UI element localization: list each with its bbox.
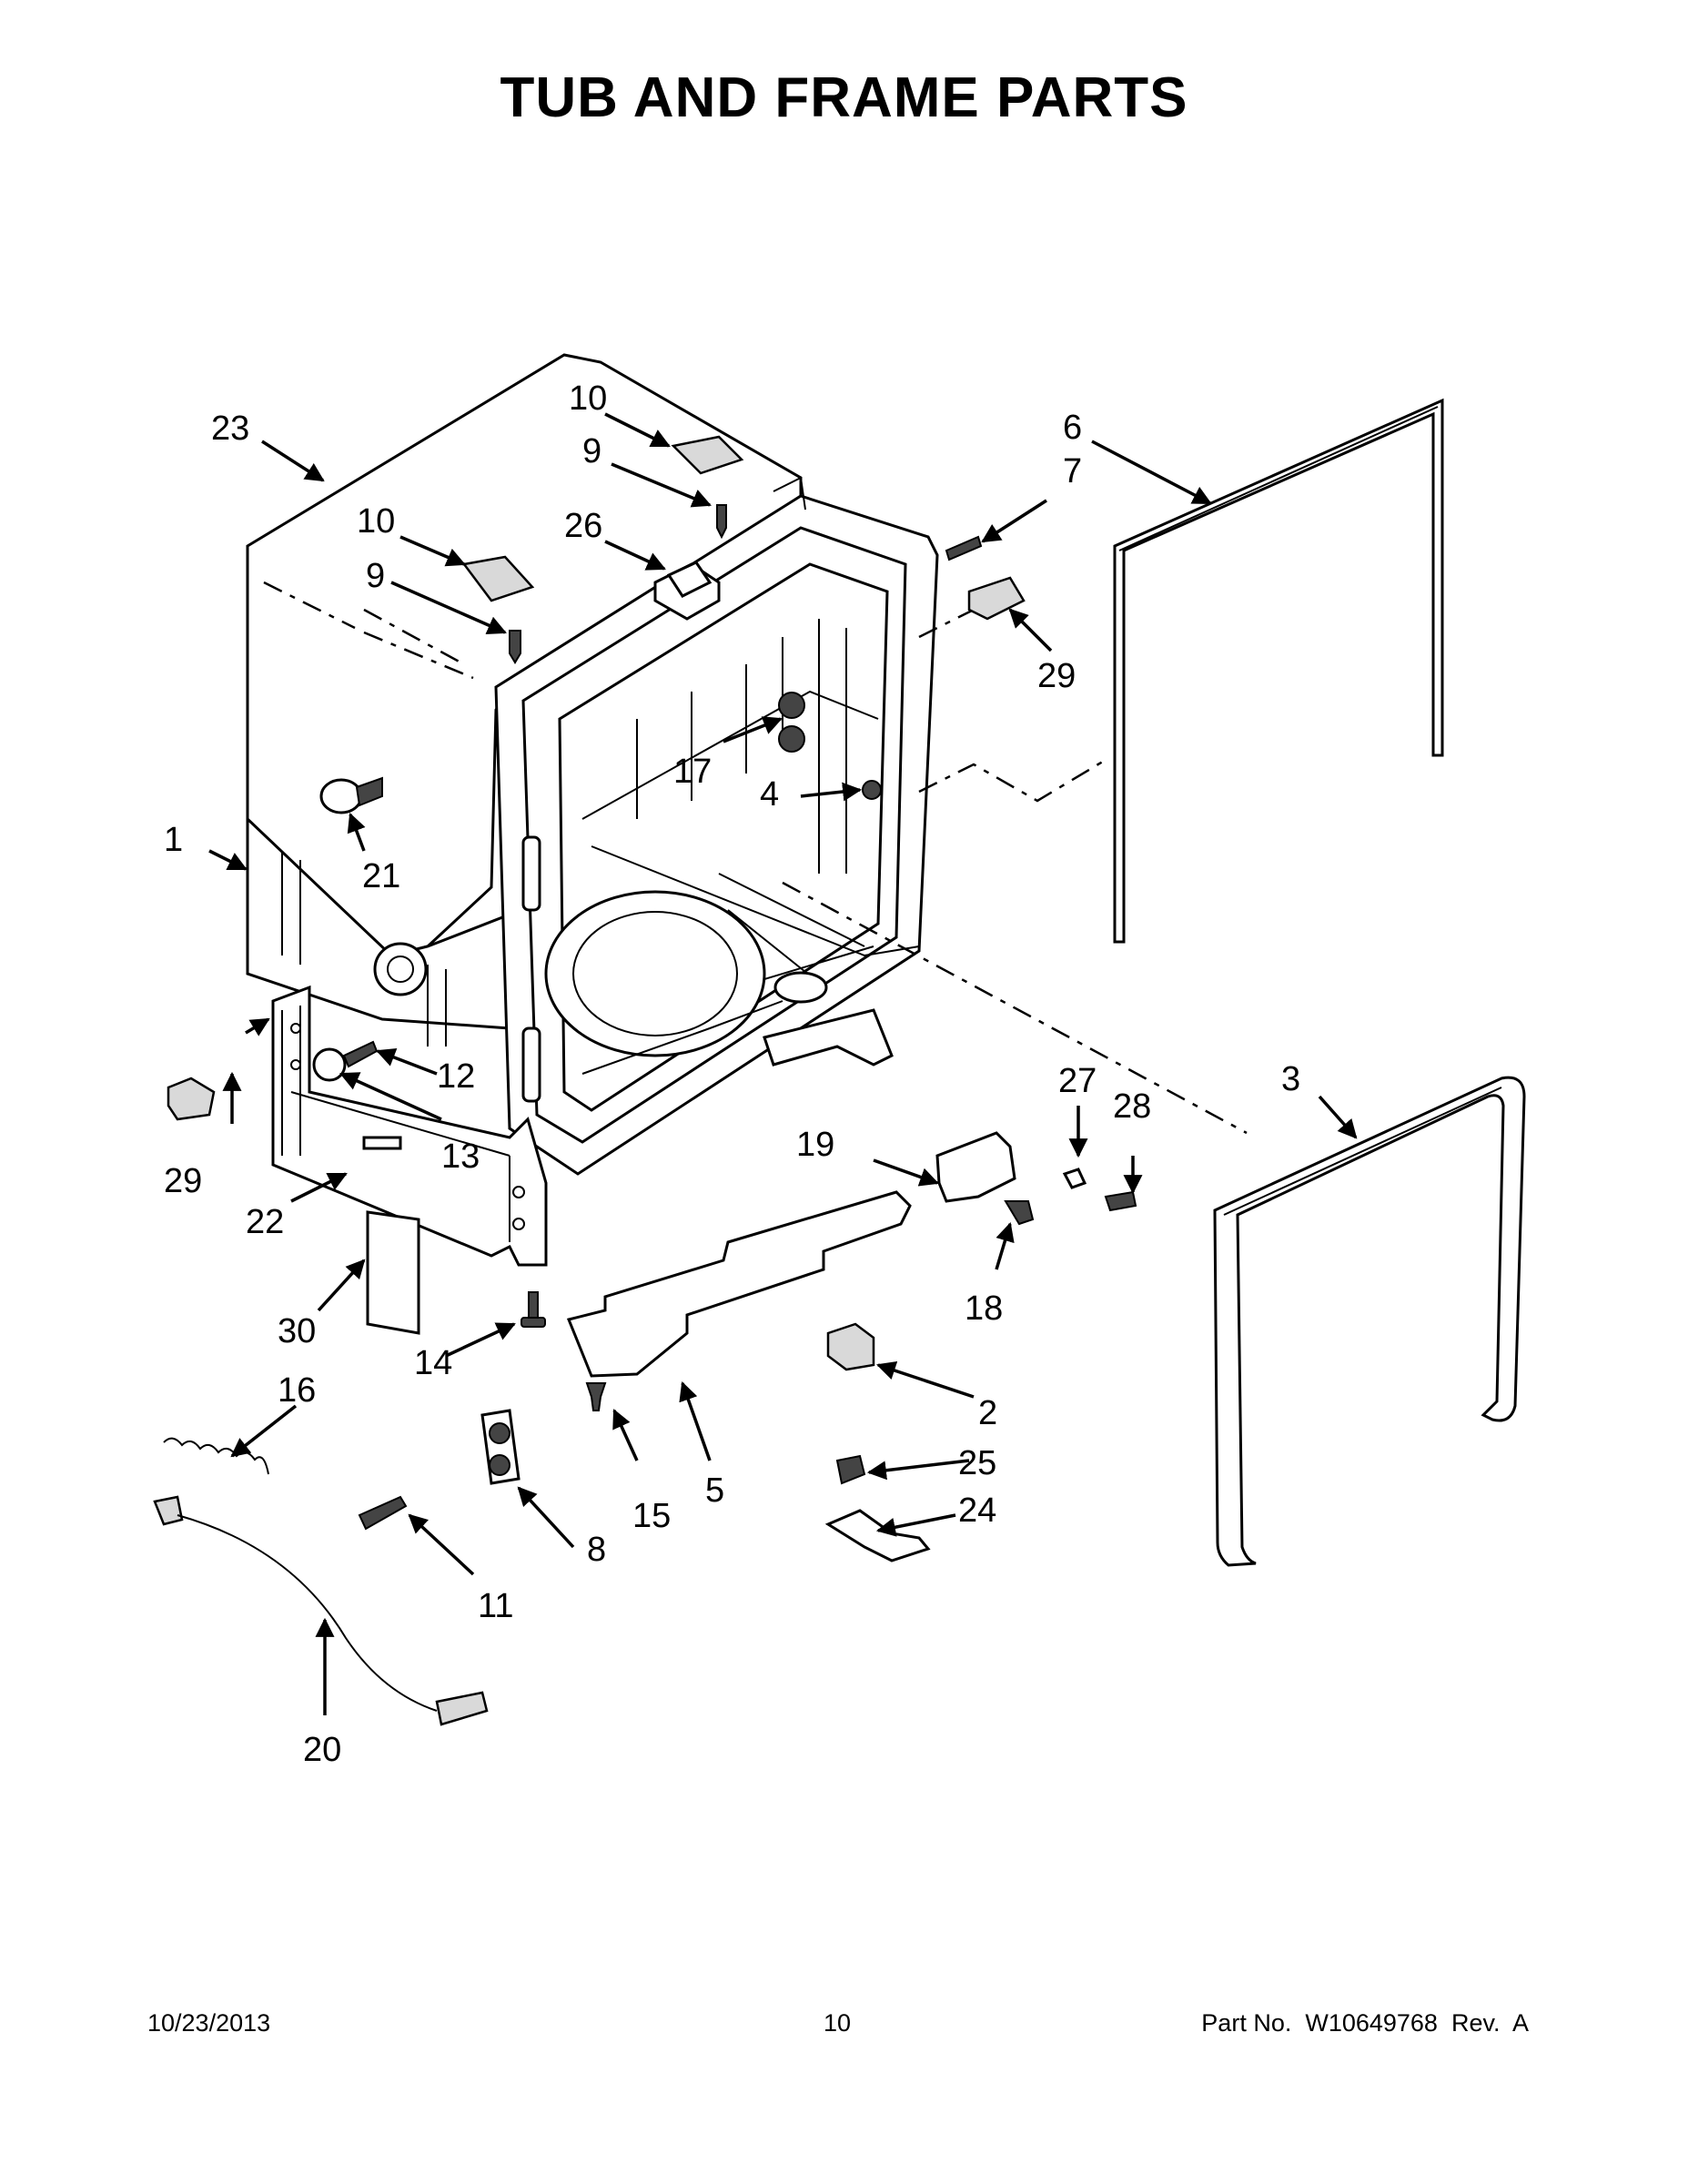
plug bbox=[319, 776, 383, 814]
callout-9b: 9 bbox=[366, 557, 385, 595]
callout-6: 6 bbox=[1063, 409, 1082, 447]
callout-1: 1 bbox=[164, 821, 183, 859]
bracket-right bbox=[967, 576, 1026, 621]
callout-24: 24 bbox=[958, 1491, 996, 1530]
callout-30: 30 bbox=[278, 1312, 316, 1350]
callout-8: 8 bbox=[587, 1531, 606, 1569]
callout-3: 3 bbox=[1281, 1060, 1300, 1098]
roller-pair bbox=[778, 692, 805, 753]
callout-4: 4 bbox=[760, 775, 779, 814]
callout-11: 11 bbox=[478, 1587, 513, 1625]
callout-28: 28 bbox=[1113, 1087, 1151, 1126]
callout-29a: 29 bbox=[1037, 657, 1076, 695]
callout-9a: 9 bbox=[582, 432, 601, 470]
footer-part-number: Part No. W10649768 Rev. A bbox=[1201, 2009, 1529, 2037]
hinge-bracket-upper bbox=[671, 435, 744, 475]
callout-17: 17 bbox=[673, 753, 712, 791]
page-title: TUB AND FRAME PARTS bbox=[500, 66, 1188, 129]
callout-labels: 23 10 9 10 26 9 6 7 29 17 4 1 21 3 27 28… bbox=[164, 379, 1300, 1769]
spring bbox=[163, 1437, 269, 1475]
rating-label bbox=[366, 1210, 420, 1335]
bolt bbox=[862, 780, 882, 800]
pin bbox=[585, 1382, 607, 1411]
grommet bbox=[312, 1047, 347, 1082]
callout-2: 2 bbox=[978, 1394, 997, 1432]
callout-10a: 10 bbox=[569, 379, 607, 418]
callout-26: 26 bbox=[564, 507, 602, 545]
callout-arrows bbox=[208, 412, 1358, 1715]
shield-plate bbox=[566, 1190, 912, 1378]
callout-23: 23 bbox=[211, 410, 249, 448]
callout-27: 27 bbox=[1058, 1062, 1097, 1100]
callout-13: 13 bbox=[441, 1138, 480, 1176]
footer-page-number: 10 bbox=[824, 2009, 852, 2037]
footer-date: 10/23/2013 bbox=[147, 2009, 271, 2037]
base-frame bbox=[271, 985, 548, 1267]
callout-25: 25 bbox=[958, 1444, 996, 1482]
clip bbox=[666, 561, 713, 598]
bracket-left bbox=[167, 1077, 216, 1121]
screw-11 bbox=[358, 1495, 408, 1531]
callout-22: 22 bbox=[246, 1203, 284, 1241]
callout-7: 7 bbox=[1063, 452, 1082, 490]
wire-harness bbox=[153, 1495, 489, 1726]
screw-12 bbox=[342, 1040, 379, 1068]
callout-14: 14 bbox=[414, 1344, 452, 1382]
screw-lower bbox=[509, 630, 521, 664]
screw-upper bbox=[716, 504, 727, 540]
callout-16: 16 bbox=[278, 1371, 316, 1410]
mounting-bracket bbox=[935, 1131, 1016, 1203]
door-gasket bbox=[1113, 398, 1444, 944]
callout-5: 5 bbox=[705, 1471, 724, 1510]
leveling-leg bbox=[521, 1291, 546, 1328]
callout-20: 20 bbox=[303, 1731, 341, 1769]
dishwasher-tub bbox=[246, 353, 939, 1176]
callout-12: 12 bbox=[437, 1057, 475, 1096]
callout-19: 19 bbox=[796, 1126, 834, 1164]
tub-gasket bbox=[1213, 1076, 1526, 1567]
sensor bbox=[835, 1454, 866, 1485]
clip-block bbox=[826, 1322, 875, 1371]
hinge-bracket-lower bbox=[461, 555, 535, 602]
washer bbox=[1062, 1168, 1087, 1189]
callout-15: 15 bbox=[632, 1497, 671, 1535]
callout-29b: 29 bbox=[164, 1162, 202, 1200]
callout-10b: 10 bbox=[357, 502, 395, 541]
roller-assembly bbox=[480, 1409, 521, 1485]
callout-21: 21 bbox=[362, 857, 400, 895]
screw-18 bbox=[1004, 1200, 1035, 1226]
sensor-bracket bbox=[824, 1509, 931, 1562]
screw-right bbox=[945, 535, 983, 561]
screw-28 bbox=[1104, 1190, 1137, 1212]
callout-18: 18 bbox=[965, 1289, 1003, 1328]
